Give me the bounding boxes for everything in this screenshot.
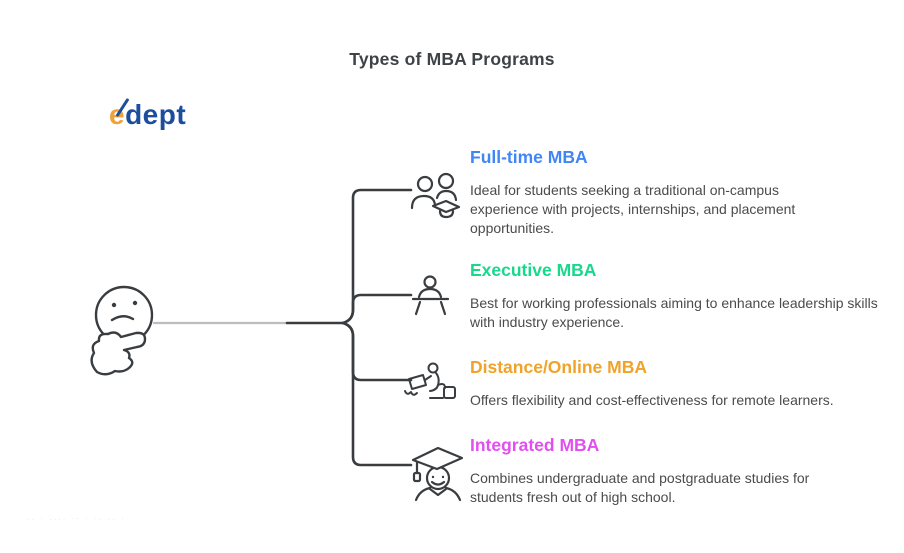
- branch-description: Best for working professionals aiming to…: [470, 295, 878, 330]
- branch-integrated-mba: Integrated MBA Combines undergraduate an…: [470, 434, 865, 507]
- branch-heading: Distance/Online MBA: [470, 357, 647, 377]
- branch-distance-online-mba: Distance/Online MBA Offers flexibility a…: [470, 356, 834, 410]
- connector-lines: [152, 188, 413, 467]
- page-title: Types of MBA Programs: [349, 49, 555, 69]
- branch-executive-mba: Executive MBA Best for working professio…: [470, 259, 895, 332]
- thinking-face-icon: [90, 285, 154, 376]
- branch-heading: Executive MBA: [470, 260, 597, 280]
- branch-description: Ideal for students seeking a traditional…: [470, 182, 796, 236]
- branch-line-2: [341, 293, 413, 325]
- students-group-icon: [410, 172, 461, 219]
- logo-text: dept: [125, 99, 187, 130]
- podium-speaker-icon: [411, 275, 450, 316]
- branch-heading: Full-time MBA: [470, 147, 588, 167]
- branch-heading: Integrated MBA: [470, 435, 600, 455]
- footer-faint-marks: .. · .... ·· · ·. .. ·: [28, 516, 127, 522]
- branch-description: Combines undergraduate and postgraduate …: [470, 470, 810, 505]
- graduate-cap-icon: [411, 446, 464, 502]
- edept-logo: edept: [109, 97, 187, 130]
- branch-full-time-mba: Full-time MBA Ideal for students seeking…: [470, 146, 840, 238]
- remote-learner-icon: [404, 362, 456, 399]
- branch-line-4: [341, 321, 413, 467]
- branch-description: Offers flexibility and cost-effectivenes…: [470, 392, 834, 408]
